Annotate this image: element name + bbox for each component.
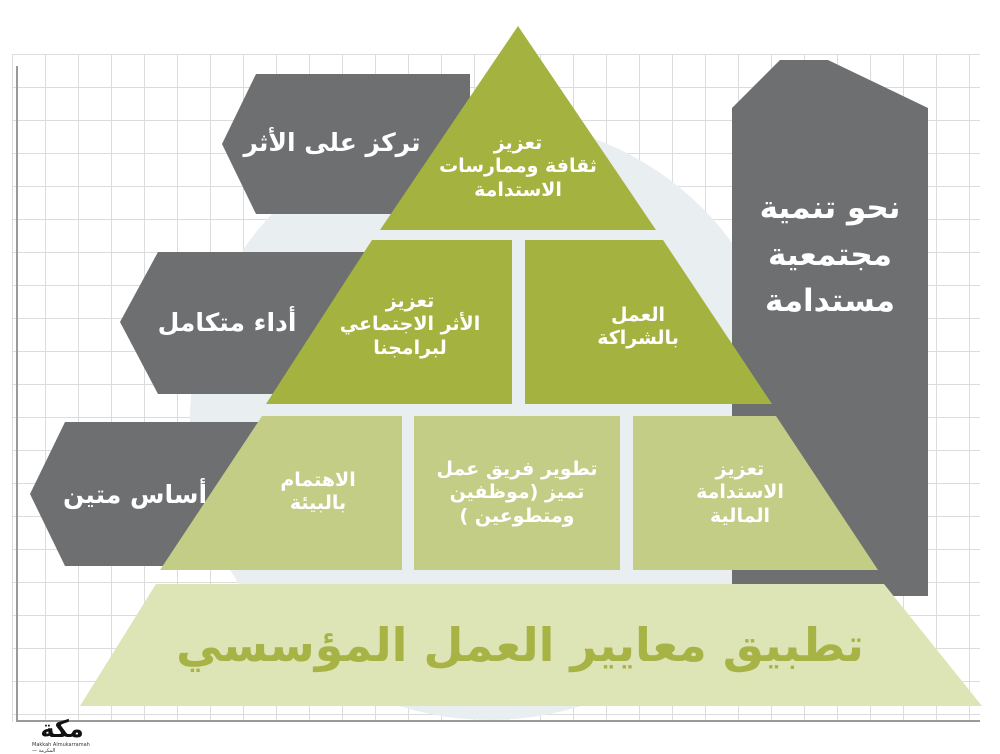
tier3-left-label: الاهتمام بالبيئة bbox=[280, 468, 356, 514]
tier3-left-shape bbox=[160, 416, 402, 570]
tag-label-performance: أداء متكامل bbox=[157, 307, 297, 337]
tier2-right-label: العمل بالشراكة bbox=[597, 303, 679, 349]
tier3-middle-shape bbox=[414, 416, 620, 570]
x-axis-line bbox=[16, 720, 980, 722]
tag-label-impact: تركز على الأثر bbox=[243, 127, 421, 157]
tag-label-foundation: أساس متين bbox=[62, 479, 208, 509]
tier3-middle-label: تطوير فريق عمل تميز (موظفين ومتطوعين ) bbox=[436, 458, 598, 527]
y-axis-line bbox=[16, 66, 18, 722]
tag-shape-impact bbox=[222, 74, 470, 214]
base-label: تطبيق معايير العمل المؤسسي bbox=[176, 617, 864, 672]
base-shape bbox=[80, 584, 982, 706]
tier2-right-shape bbox=[525, 240, 772, 404]
logo-mark: مكة bbox=[40, 715, 84, 743]
apex-shape bbox=[380, 26, 656, 230]
brand-logo: مكة Makkah Almukarramah — المكرمة bbox=[32, 715, 92, 754]
tier2-left-label: تعزيز الأثر الاجتماعي لبرامجنا bbox=[339, 290, 481, 359]
tier3-right-shape bbox=[633, 416, 878, 570]
side-banner-label: نحو تنمية مجتمعية مستدامة bbox=[759, 190, 901, 320]
tier2-left-shape bbox=[266, 240, 512, 404]
logo-subtitle: Makkah Almukarramah — المكرمة bbox=[32, 742, 90, 754]
tier3-right-label: تعزيز الاستدامة المالية bbox=[696, 458, 784, 527]
apex-label: تعزيز ثقافة وممارسات الاستدامة bbox=[439, 132, 597, 201]
